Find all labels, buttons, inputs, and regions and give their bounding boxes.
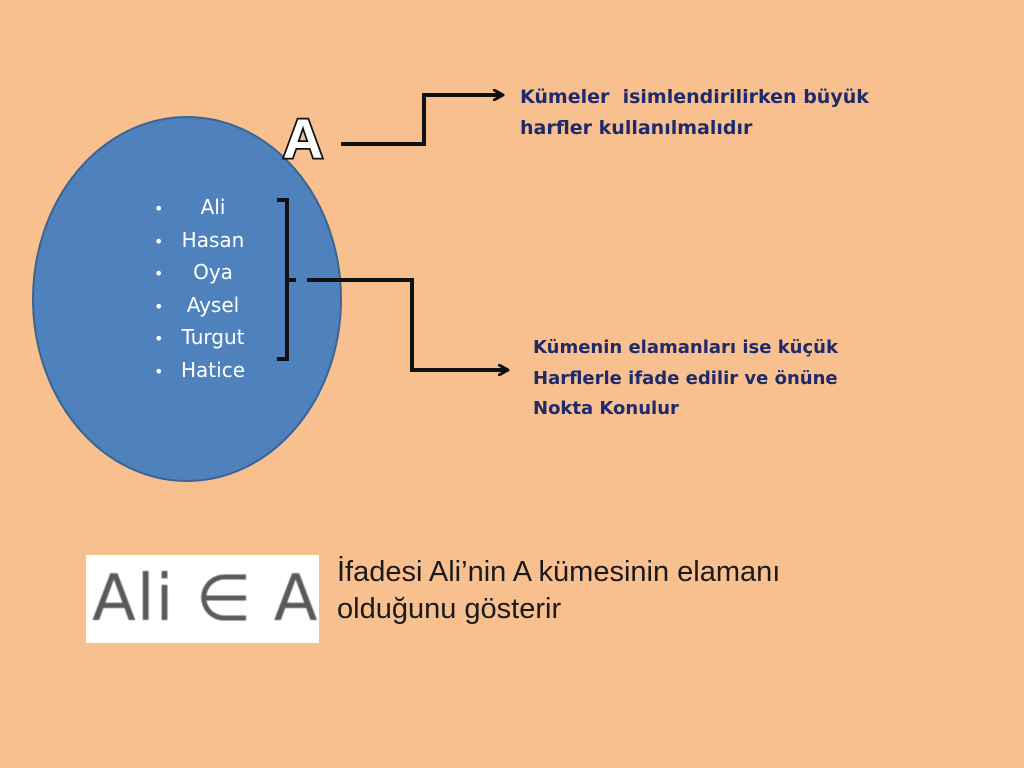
element-rule-line: Kümenin elamanları ise küçük <box>533 337 838 358</box>
set-element-label: Oya <box>193 260 233 285</box>
elements-bracket <box>277 198 296 361</box>
set-element-item: • Ali <box>140 192 260 225</box>
set-element-item: • Hasan <box>140 225 260 258</box>
membership-explanation: İfadesi Ali’nin A kümesinin elamanı oldu… <box>337 554 937 628</box>
set-element-list: • Ali • Hasan • Oya • Aysel • Turgut • Hatice <box>140 192 260 388</box>
set-element-item: • Aysel <box>140 290 260 323</box>
element-rule-note: Kümenin elamanları ise küçük Harflerle i… <box>533 333 893 425</box>
set-ellipse <box>32 116 342 482</box>
bullet-icon: • <box>154 231 164 251</box>
element-rule-line: Nokta Konulur <box>533 398 679 419</box>
set-element-label: Turgut <box>181 325 245 350</box>
set-element-label: Hasan <box>181 227 245 252</box>
elements-connector-arrow <box>307 278 508 370</box>
explanation-line: İfadesi Ali’nin A kümesinin elamanı <box>337 556 781 588</box>
bullet-icon: • <box>154 361 164 381</box>
element-rule-line: Harflerle ifade edilir ve önüne <box>533 367 838 389</box>
set-name-label: A <box>283 107 323 170</box>
set-element-item: • Hatice <box>140 355 260 388</box>
membership-expression-image: Ali ∈ A <box>86 555 319 643</box>
naming-connector-arrow <box>341 95 503 146</box>
explanation-line: olduğunu gösterir <box>337 593 562 625</box>
bullet-icon: • <box>154 329 164 349</box>
membership-expression: Ali ∈ A <box>92 562 319 636</box>
set-element-label: Aysel <box>186 292 240 317</box>
bullet-icon: • <box>154 296 164 316</box>
set-element-item: • Oya <box>140 257 260 290</box>
set-element-item: • Turgut <box>140 322 260 355</box>
set-element-label: Hatice <box>181 357 245 382</box>
bullet-icon: • <box>154 199 164 218</box>
set-element-label: Ali <box>200 195 226 219</box>
bullet-icon: • <box>154 264 164 284</box>
naming-rule-note: Kümeler isimlendirilirken büyük harfler … <box>520 86 876 139</box>
